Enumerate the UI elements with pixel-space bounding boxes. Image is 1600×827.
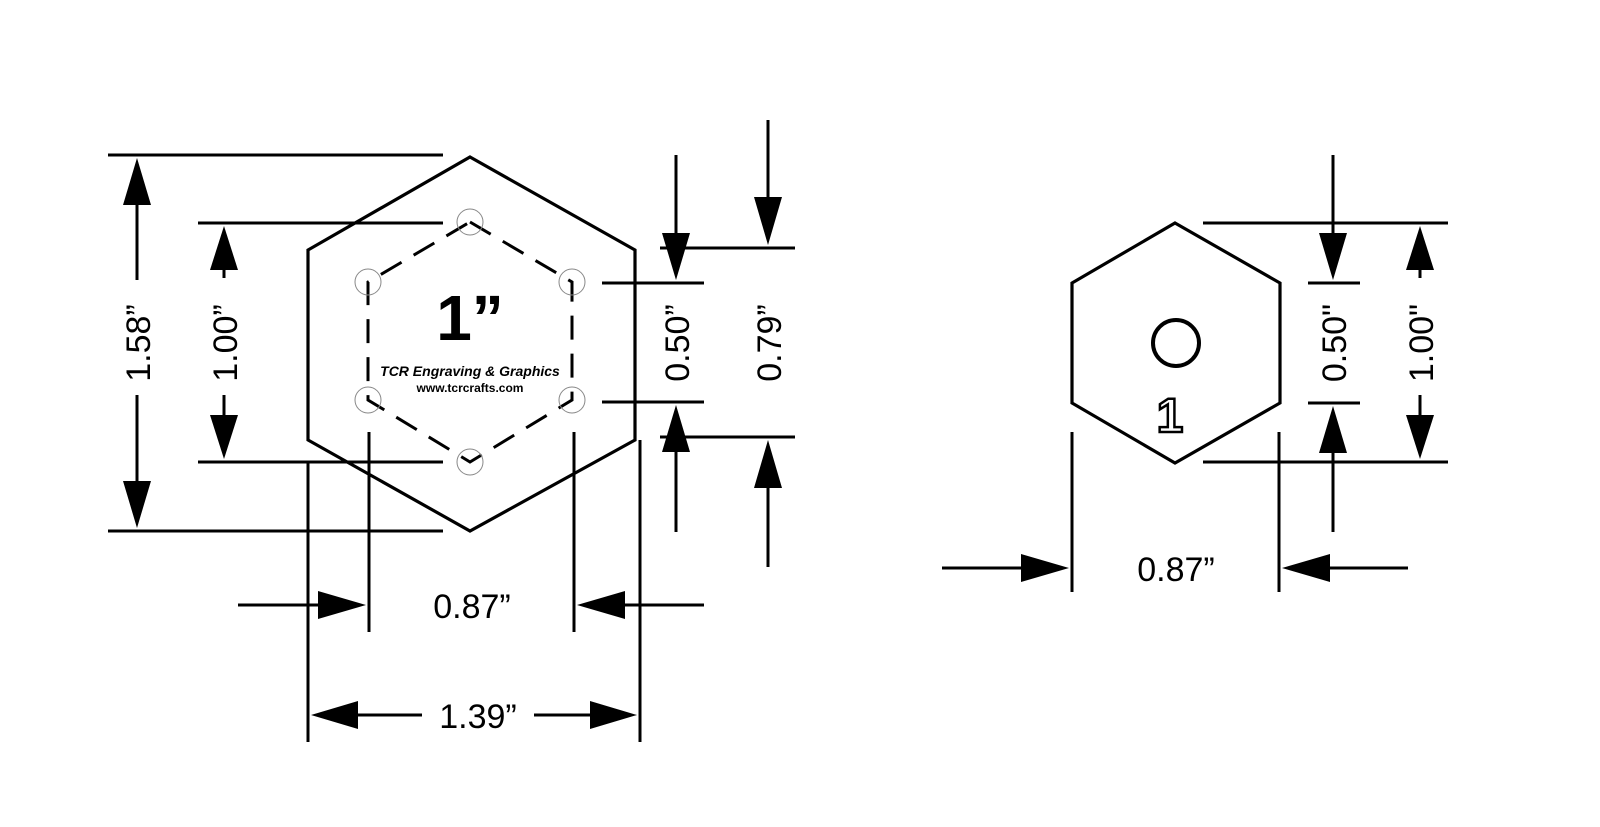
corner-hole: [456, 208, 484, 236]
arrow-up: [754, 440, 782, 488]
arrow-up: [123, 158, 151, 205]
arrow-up: [1406, 226, 1434, 270]
dim-outer-side: 0.79”: [660, 120, 795, 567]
corner-hole: [354, 386, 382, 414]
corner-holes: [354, 208, 586, 476]
dim-outer-height: 1.58”: [108, 153, 443, 533]
corner-hole: [558, 268, 586, 296]
outer-side-label: 0.79”: [751, 304, 789, 382]
arrow-right: [1021, 554, 1069, 582]
corner-hole: [558, 386, 586, 414]
inner-hexagon-dashed: [366, 220, 574, 464]
arrow-left: [311, 701, 358, 729]
small-width-label: 0.87”: [1137, 551, 1215, 589]
arrow-up: [1319, 406, 1347, 453]
outer-width-label: 1.39”: [439, 698, 517, 736]
inner-width-label: 0.87”: [433, 588, 511, 626]
dim-inner-side: 0.50”: [602, 155, 704, 532]
small-height-label: 1.00": [1403, 304, 1441, 382]
corner-hole: [456, 448, 484, 476]
corner-hole: [354, 268, 382, 296]
arrow-down: [754, 197, 782, 245]
website-text: www.tcrcrafts.com: [416, 381, 524, 395]
arrow-down: [210, 415, 238, 459]
brand-name: TCR Engraving & Graphics: [380, 363, 560, 379]
arrow-left: [577, 591, 625, 619]
dim-small-height: 1.00": [1203, 221, 1448, 464]
paper-piece-hexagon: [1070, 221, 1282, 465]
dim-inner-height: 1.00”: [198, 221, 443, 464]
paper-piece: 1: [1070, 221, 1282, 465]
arrow-up: [210, 226, 238, 270]
dim-small-side: 0.50": [1308, 155, 1360, 532]
large-template: 1” TCR Engraving & Graphics www.tcrcraft…: [306, 155, 637, 533]
inner-height-label: 1.00”: [207, 304, 245, 382]
arrow-right: [590, 701, 637, 729]
dim-small-width: 0.87”: [942, 432, 1408, 592]
dim-outer-width: 1.39”: [306, 440, 642, 742]
arrow-up: [662, 405, 690, 452]
template-size-label: 1”: [436, 282, 504, 354]
inner-side-label: 0.50”: [659, 304, 697, 382]
arrow-down: [662, 233, 690, 280]
piece-number-label: 1: [1157, 390, 1184, 443]
dim-inner-width: 0.87”: [238, 432, 704, 632]
small-side-label: 0.50": [1316, 304, 1354, 382]
center-hole: [1151, 318, 1201, 368]
outer-height-label: 1.58”: [120, 304, 158, 382]
outer-hexagon: [306, 155, 637, 533]
arrow-down: [1406, 415, 1434, 459]
arrow-left: [1282, 554, 1330, 582]
arrow-right: [318, 591, 366, 619]
arrow-down: [1319, 233, 1347, 280]
arrow-down: [123, 481, 151, 528]
